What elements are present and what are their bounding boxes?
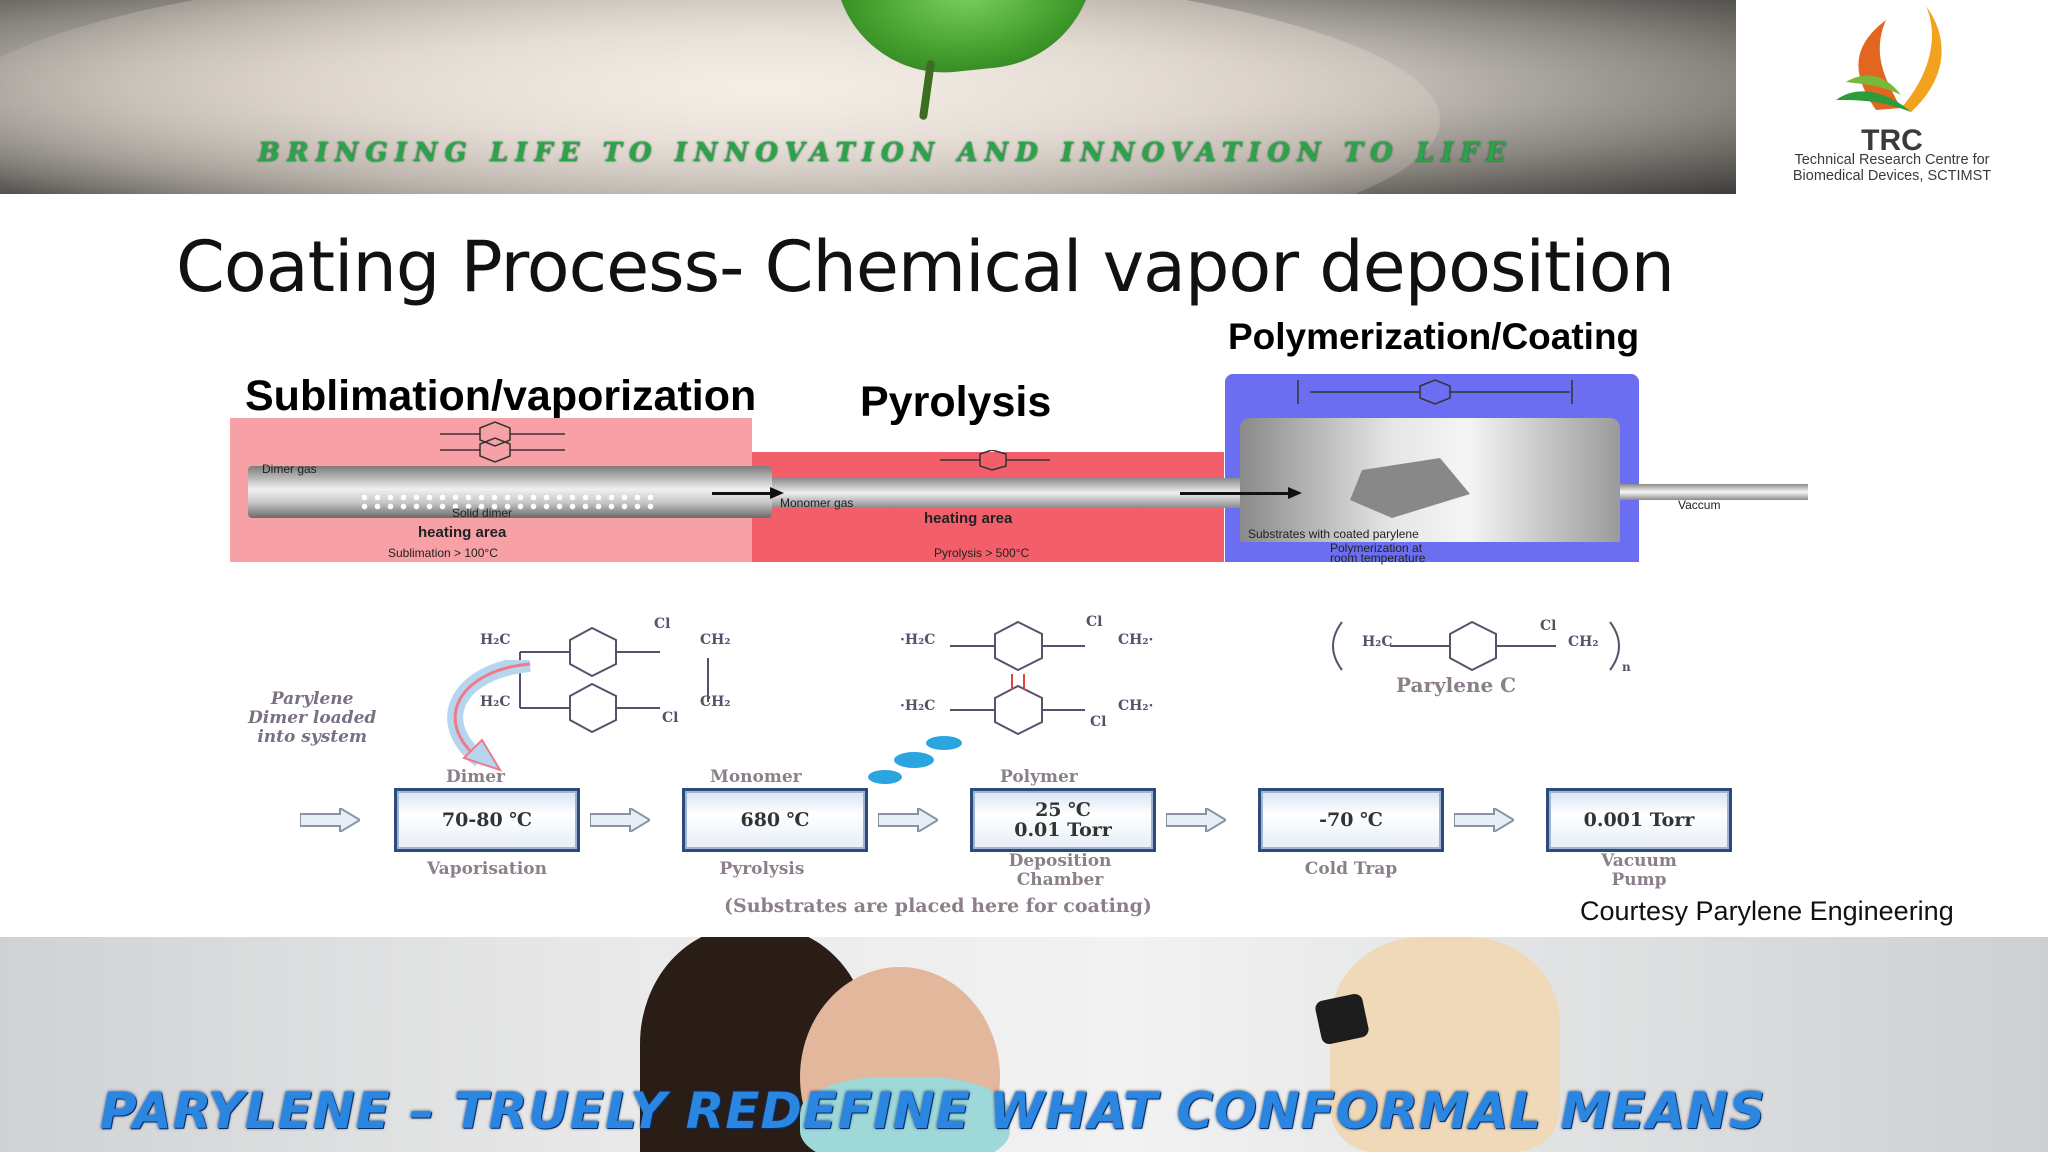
flow-box-cold-trap: -70 ℃ <box>1258 788 1444 852</box>
courtesy-text: Courtesy Parylene Engineering <box>1580 896 1954 926</box>
flow-arrow-icon-2 <box>590 808 650 832</box>
dimer-molecule-sketch <box>440 421 565 463</box>
monomer-cl-bottom: Cl <box>1090 714 1107 730</box>
solid-dimer-label: Solid dimer <box>452 506 513 520</box>
stage-label-pyrolysis: Pyrolysis <box>860 378 1052 426</box>
flow-box-2-line-1: 680 ℃ <box>740 809 810 831</box>
dimer-ch2-top: CH₂ <box>700 632 731 648</box>
monomer-cl-top: Cl <box>1086 614 1103 630</box>
flow-arrow-line-2 <box>1180 492 1290 495</box>
parylene-c-label: Parylene C <box>1396 673 1517 697</box>
dimer-loaded-line-2: Dimer loaded <box>248 708 377 728</box>
dimer-ch2-bottom: CH₂ <box>700 694 731 710</box>
substrates-label: Substrates with coated parylene <box>1248 527 1419 541</box>
logo-subtitle: Technical Research Centre for Biomedical… <box>1736 152 2048 184</box>
gloved-hand <box>1330 937 1560 1152</box>
flow-arrow-line-1 <box>712 492 772 495</box>
logo-line-2: Biomedical Devices, SCTIMST <box>1792 168 1992 184</box>
flow-box-pyrolysis: 680 ℃ <box>682 788 868 852</box>
banner-slogan: BRINGING LIFE TO INNOVATION AND INNOVATI… <box>258 138 1513 168</box>
solid-dimer-dots-2 <box>358 503 658 510</box>
flow-box-deposition: 25 ℃ 0.01 Torr <box>970 788 1156 852</box>
flow-arrow-head-1 <box>770 487 784 499</box>
logo-line-1: Technical Research Centre for <box>1794 152 1990 168</box>
heating-area-label-2: heating area <box>924 510 1013 527</box>
particle-2 <box>894 752 934 768</box>
stage-label-sublimation: Sublimation/vaporization <box>245 372 757 420</box>
particle-1 <box>868 770 902 784</box>
parylene-h2c: H₂C <box>1362 634 1393 650</box>
flow-top-label-monomer: Monomer <box>710 767 802 787</box>
parylene-c-structure <box>1332 620 1620 672</box>
flow-box-3-line-1: 25 ℃ <box>1035 799 1091 821</box>
pyrolysis-temp-label: Pyrolysis > 500°C <box>934 546 1030 560</box>
bottom-slogan: PARYLENE – TRUELY REDEFINE WHAT CONFORMA… <box>100 1082 1767 1140</box>
sublimation-temp-label: Sublimation > 100°C <box>388 546 498 560</box>
flow-label-vacuum-pump: Vacuum Pump <box>1601 851 1677 890</box>
flow-arrow-icon-1 <box>300 808 360 832</box>
monomer-ch2-top: CH₂· <box>1118 632 1154 648</box>
face-mask <box>800 1077 1010 1152</box>
flow-top-label-dimer: Dimer <box>446 767 505 787</box>
flow-top-label-polymer: Polymer <box>1000 767 1078 787</box>
flow-arrow-head-2 <box>1288 487 1302 499</box>
stage-label-polymerization: Polymerization/Coating <box>1228 316 1640 357</box>
trc-logo <box>1736 0 2048 194</box>
dimer-cl-bottom: Cl <box>662 710 679 726</box>
dimer-cl-top: Cl <box>654 616 671 632</box>
flame-logo-icon <box>1836 6 1942 112</box>
monomer-molecule-sketch <box>940 450 1050 471</box>
parylene-subscript-n: n <box>1622 660 1631 674</box>
monomer-h2c-top: ·H₂C <box>900 632 936 648</box>
dimer-h2c-bottom: H₂C <box>480 694 511 710</box>
flow-label-pyrolysis: Pyrolysis <box>719 859 805 879</box>
slide-title: Coating Process- Chemical vapor depositi… <box>176 226 1675 308</box>
monomer-ch2-bottom: CH₂· <box>1118 698 1154 714</box>
top-banner-image <box>0 0 1736 194</box>
vacuum-label: Vaccum <box>1678 498 1721 512</box>
bottom-banner-image <box>0 937 2048 1152</box>
polymerization-note-2: room temperature <box>1330 551 1426 565</box>
dimer-loaded-label: Parylene Dimer loaded into system <box>248 690 376 747</box>
flow-box-1-line-1: 70-80 ℃ <box>441 809 533 831</box>
monomer-h2c-bottom: ·H₂C <box>900 698 936 714</box>
dimer-loaded-line-3: into system <box>257 727 367 747</box>
dimer-loaded-line-1: Parylene <box>270 689 354 709</box>
parylene-ch2: CH₂ <box>1568 634 1599 650</box>
flow-label-deposition: Deposition Chamber <box>1008 851 1112 890</box>
flow-box-vacuum-pump: 0.001 Torr <box>1546 788 1732 852</box>
loading-arrow-icon <box>447 660 531 772</box>
logo-abbr: TRC <box>1861 124 1923 157</box>
flow-box-4-line-1: -70 ℃ <box>1319 809 1383 831</box>
hand-image <box>0 0 1440 194</box>
flow-label-cold-trap: Cold Trap <box>1304 859 1398 879</box>
vacuum-outlet-tube <box>1620 484 1808 500</box>
parylene-cl: Cl <box>1540 618 1557 634</box>
pyrolysis-tube <box>772 478 1240 508</box>
dimer-h2c-top: H₂C <box>480 632 511 648</box>
flow-box-vaporisation: 70-80 ℃ <box>394 788 580 852</box>
monomer-gas-label: Monomer gas <box>780 496 854 510</box>
flow-arrow-icon-5 <box>1454 808 1514 832</box>
heating-area-label-1: heating area <box>418 524 507 541</box>
flow-label-vaporisation: Vaporisation <box>427 859 547 879</box>
flow-note: (Substrates are placed here for coating) <box>724 895 1152 917</box>
flow-arrow-icon-4 <box>1166 808 1226 832</box>
monomer-structure <box>950 620 1085 736</box>
flow-arrow-icon-3 <box>878 808 938 832</box>
dimer-gas-label: Dimer gas <box>262 462 317 476</box>
polymer-molecule-sketch <box>1297 379 1573 405</box>
solid-dimer-dots <box>358 494 658 501</box>
particle-3 <box>926 736 962 750</box>
flow-box-3-line-2: 0.01 Torr <box>1014 819 1112 841</box>
flow-box-5-line-1: 0.001 Torr <box>1583 809 1695 831</box>
polymerization-note-1: Polymerization at <box>1330 541 1423 555</box>
